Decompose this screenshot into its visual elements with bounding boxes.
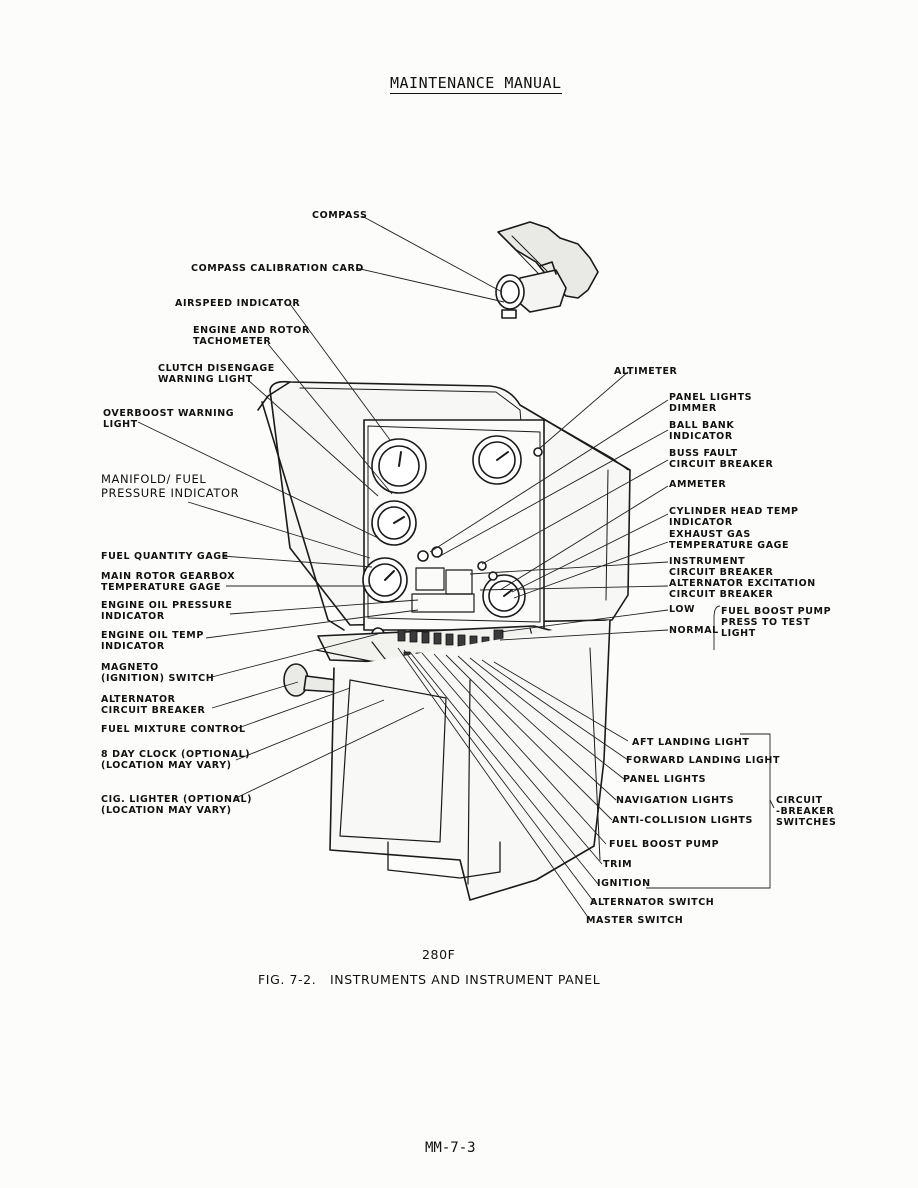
label-altimeter: ALTIMETER <box>614 366 678 377</box>
compass-assembly <box>495 221 599 319</box>
page-header: MAINTENANCE MANUAL <box>390 74 562 94</box>
label-aft-landing-light: AFT LANDING LIGHT <box>632 737 750 748</box>
page-number: MM-7-3 <box>425 1140 476 1156</box>
label-fuel-mixture-control: FUEL MIXTURE CONTROL <box>101 724 246 735</box>
label-ignition: IGNITION <box>597 878 651 889</box>
small-plates <box>411 567 475 613</box>
label-airspeed-indicator: AIRSPEED INDICATOR <box>175 298 301 309</box>
figure-model: 280F <box>422 947 456 962</box>
label-panel-lights: PANEL LIGHTS <box>623 774 707 785</box>
label-forward-landing-light: FORWARD LANDING LIGHT <box>626 755 781 766</box>
label-fuel-boost-pump: FUEL BOOST PUMP <box>609 839 720 850</box>
label-navigation-lights: NAVIGATION LIGHTS <box>616 795 735 806</box>
label-compass: COMPASS <box>312 210 368 221</box>
label-cig-lighter: CIG. LIGHTER (OPTIONAL)(LOCATION MAY VAR… <box>101 794 253 816</box>
label-low: LOW <box>669 604 696 615</box>
label-8-day-clock: 8 DAY CLOCK (OPTIONAL)(LOCATION MAY VARY… <box>101 749 251 771</box>
label-alternator-switch: ALTERNATOR SWITCH <box>590 897 715 908</box>
label-normal: NORMAL <box>669 625 719 636</box>
label-trim: TRIM <box>603 859 633 870</box>
label-compass-calibration-card: COMPASS CALIBRATION CARD <box>191 263 364 274</box>
label-master-switch: MASTER SWITCH <box>586 915 684 926</box>
label-fuel-quantity-gage: FUEL QUANTITY GAGE <box>101 551 229 562</box>
label-ammeter: AMMETER <box>669 479 727 490</box>
label-magneto-switch: MAGNETO(IGNITION) SWITCH <box>101 662 215 684</box>
pedestal <box>329 619 611 901</box>
figure-caption: FIG. 7-2. INSTRUMENTS AND INSTRUMENT PAN… <box>258 972 601 987</box>
label-anti-collision-lights: ANTI-COLLISION LIGHTS <box>612 815 753 826</box>
